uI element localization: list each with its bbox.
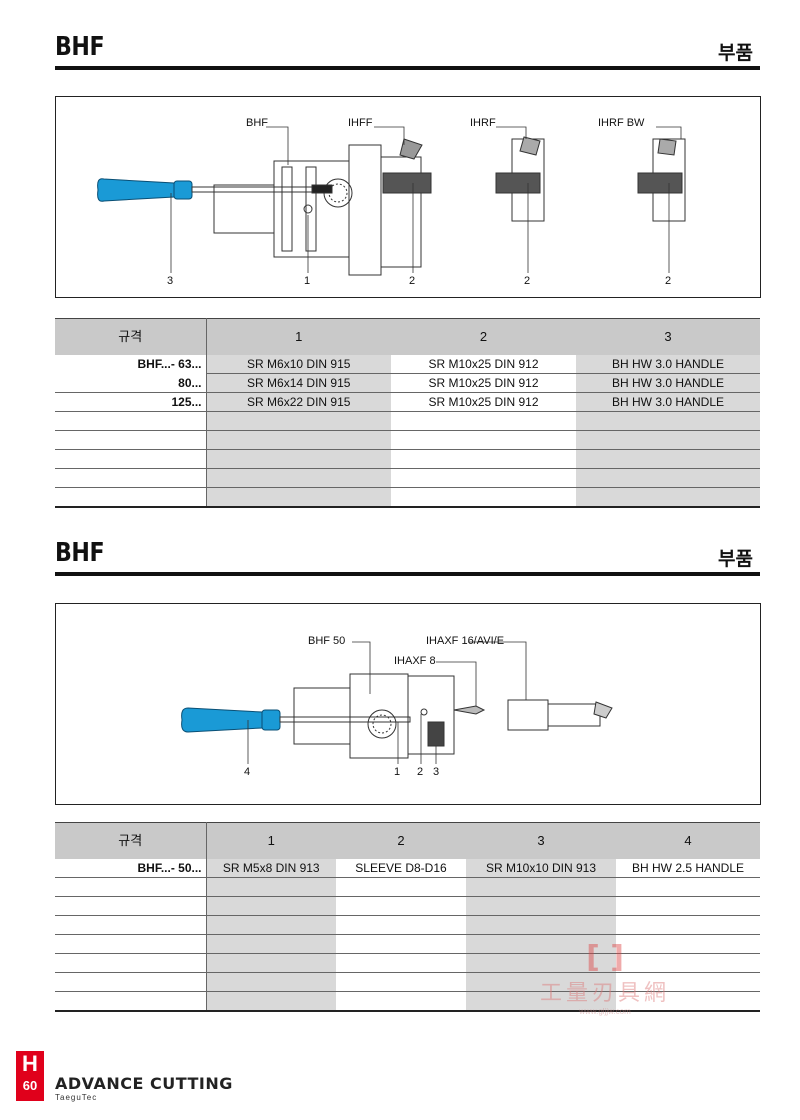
header-col-4: 4	[616, 822, 760, 859]
part-number-1: 1	[304, 275, 311, 287]
bhf-body	[213, 144, 382, 276]
brand-name: ADVANCE CUTTING	[55, 1074, 233, 1093]
table-header-row: 규격 1 2 3 4	[55, 822, 760, 859]
part-number-1: 1	[394, 766, 401, 778]
header-spec: 규격	[55, 318, 207, 355]
table-cell: SR M5x8 DIN 913	[205, 859, 336, 878]
leader-lines	[170, 126, 682, 273]
part-number-2a: 2	[409, 275, 416, 287]
table-cell: SR M10x25 DIN 912	[391, 355, 576, 374]
header-col-1: 1	[206, 318, 391, 355]
callout-ihaxf16: IHAXF 16/AVI/E	[426, 635, 505, 647]
part-number-2b: 2	[524, 275, 531, 287]
header-col-3: 3	[576, 318, 760, 355]
handle-tool	[97, 178, 313, 202]
part-number-3: 3	[167, 275, 174, 287]
section2-subtitle: 부품	[718, 548, 753, 570]
leader-lines	[247, 641, 527, 764]
ihff-holder	[380, 138, 432, 268]
model-cell: 125...	[55, 392, 206, 412]
section1-drawing	[97, 126, 686, 276]
table-cell: BH HW 3.0 HANDLE	[576, 392, 760, 412]
header-col-2: 2	[336, 822, 466, 859]
section2-rule	[55, 572, 760, 576]
empty-row	[55, 972, 760, 992]
table-cell: SR M10x25 DIN 912	[391, 392, 576, 412]
empty-row	[55, 915, 760, 935]
empty-row	[55, 487, 760, 508]
table-cell: BH HW 3.0 HANDLE	[576, 355, 760, 374]
section2-title: BHF	[55, 538, 105, 568]
section1-subtitle: 부품	[718, 42, 753, 64]
bhf50-body	[293, 673, 486, 759]
ihrf-holder	[495, 136, 545, 222]
part-number-2c: 2	[665, 275, 672, 287]
empty-row	[55, 430, 760, 450]
table-cell: SR M10x25 DIN 912	[391, 373, 576, 393]
ihaxf16-holder	[507, 699, 613, 731]
part-number-3: 3	[433, 766, 440, 778]
section-letter: H	[22, 1051, 38, 1076]
table-cell: SLEEVE D8-D16	[336, 859, 466, 878]
part-number-2: 2	[417, 766, 424, 778]
page-number: 60	[22, 1078, 38, 1093]
header-col-3: 3	[466, 822, 616, 859]
table-row: BHF...- 50... SR M5x8 DIN 913 SLEEVE D8-…	[55, 859, 760, 878]
table-cell: SR M10x10 DIN 913	[466, 859, 616, 878]
callout-ihff: IHFF	[348, 117, 373, 129]
ihrf-bw-holder	[637, 138, 686, 222]
table-row: BHF...- 63... SR M6x10 DIN 915 SR M10x25…	[55, 355, 760, 374]
section1-rule	[55, 66, 760, 70]
header-col-2: 2	[391, 318, 576, 355]
table-row: 125... SR M6x22 DIN 915 SR M10x25 DIN 91…	[55, 392, 760, 412]
empty-row	[55, 896, 760, 916]
section1-parts-table: 규격 1 2 3 BHF...- 63... SR M6x10 DIN 915 …	[55, 318, 760, 508]
brand-logo: ADVANCE CUTTING TaeguTec	[55, 1074, 233, 1102]
empty-row	[55, 411, 760, 431]
table-cell: SR M6x14 DIN 915	[205, 373, 391, 393]
table-cell: SR M6x10 DIN 915	[205, 355, 391, 374]
table-cell: BH HW 2.5 HANDLE	[616, 859, 760, 878]
section2-drawing	[181, 641, 613, 764]
table-row: 80... SR M6x14 DIN 915 SR M10x25 DIN 912…	[55, 373, 760, 393]
page-section-badge: H 60	[16, 1051, 44, 1101]
empty-row	[55, 877, 760, 897]
empty-row	[55, 953, 760, 973]
callout-bhf50: BHF 50	[308, 635, 346, 647]
table-cell: SR M6x22 DIN 915	[205, 392, 391, 412]
section2-parts-table: 규격 1 2 3 4 BHF...- 50... SR M5x8 DIN 913…	[55, 822, 760, 1012]
section2-figure: BHF 50 IHAXF 16/AVI/E IHAXF 8 4 1 2 3	[55, 603, 761, 805]
empty-row	[55, 449, 760, 469]
part-number-4: 4	[244, 766, 251, 778]
empty-row	[55, 468, 760, 488]
callout-ihrf: IHRF	[470, 117, 496, 129]
table-header-row: 규격 1 2 3	[55, 318, 760, 355]
brand-sub: TaeguTec	[55, 1093, 98, 1102]
model-cell: 80...	[55, 373, 206, 393]
model-cell: BHF...- 63...	[137, 357, 202, 372]
section1-figure: BHF IHFF IHRF IHRF BW 3 1 2 2 2	[55, 96, 761, 298]
watermark-text: 工量刃具網	[539, 981, 670, 1006]
watermark: [ ] 工量刃具網 www.gljjw.com	[530, 940, 680, 1016]
watermark-logo-icon: [ ]	[586, 940, 624, 975]
header-spec: 규격	[55, 822, 207, 859]
table-cell: BH HW 3.0 HANDLE	[576, 373, 760, 393]
model-cell: BHF...- 50...	[55, 859, 206, 878]
callout-ihaxf8: IHAXF 8	[394, 655, 436, 667]
empty-row	[55, 991, 760, 1012]
empty-row	[55, 934, 760, 954]
section1-title: BHF	[55, 32, 105, 62]
watermark-url: www.gljjw.com	[579, 1007, 631, 1016]
callout-ihrf-bw: IHRF BW	[598, 117, 645, 129]
header-col-1: 1	[206, 822, 336, 859]
handle-tool	[181, 707, 411, 733]
callout-bhf: BHF	[246, 117, 268, 129]
